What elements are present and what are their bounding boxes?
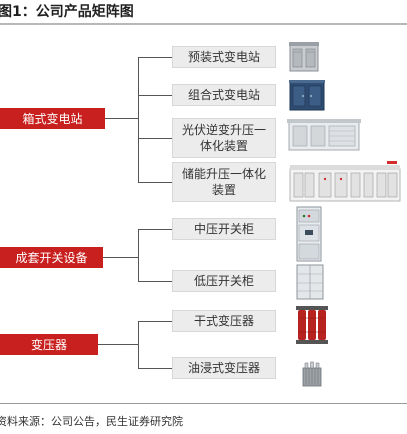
footer-divider xyxy=(0,403,407,404)
product-label-line: 储能升压一体化 xyxy=(181,167,266,181)
prefab-substation-image xyxy=(289,41,319,73)
lv-switchgear-image xyxy=(296,264,324,300)
connector-line xyxy=(138,368,172,369)
dry-transformer-image xyxy=(295,304,329,346)
connector-line xyxy=(138,321,139,368)
product-box-combined-substation: 组合式变电站 xyxy=(172,84,276,106)
product-box-prefab-substation: 预装式变电站 xyxy=(172,46,276,68)
connector-line xyxy=(105,118,138,119)
combined-substation-image xyxy=(289,78,325,112)
product-box-storage-booster: 储能升压一体化 装置 xyxy=(172,162,276,202)
connector-line xyxy=(98,344,138,345)
product-label-line: 光伏逆变升压一 xyxy=(181,123,266,137)
product-box-pv-booster: 光伏逆变升压一 体化装置 xyxy=(172,118,276,158)
pv-inverter-booster-image xyxy=(287,114,361,154)
connector-line xyxy=(138,229,139,281)
storage-booster-image xyxy=(289,159,403,203)
category-box-transformer: 变压器 xyxy=(0,334,98,355)
connector-line xyxy=(103,257,138,258)
connector-line xyxy=(138,281,172,282)
product-box-dry-transformer: 干式变压器 xyxy=(172,310,276,332)
category-box-substation: 箱式变电站 xyxy=(0,108,105,129)
product-label-line: 体化装置 xyxy=(199,139,248,153)
connector-line xyxy=(138,57,172,58)
source-note: 资料来源：公司公告，民生证券研究院 xyxy=(0,415,183,428)
connector-line xyxy=(138,95,172,96)
oil-transformer-image xyxy=(300,360,324,388)
figure-title: 图1：公司产品矩阵图 xyxy=(0,4,134,20)
product-box-mv-switchgear: 中压开关柜 xyxy=(172,218,276,240)
connector-line xyxy=(138,138,172,139)
title-divider xyxy=(0,23,407,25)
product-box-lv-switchgear: 低压开关柜 xyxy=(172,270,276,292)
connector-line xyxy=(138,57,139,182)
product-box-oil-transformer: 油浸式变压器 xyxy=(172,357,276,379)
category-box-switchgear: 成套开关设备 xyxy=(0,247,103,268)
product-label-line: 装置 xyxy=(211,183,236,197)
connector-line xyxy=(138,321,172,322)
connector-line xyxy=(138,182,172,183)
mv-switchgear-image xyxy=(296,206,322,262)
connector-line xyxy=(138,229,172,230)
